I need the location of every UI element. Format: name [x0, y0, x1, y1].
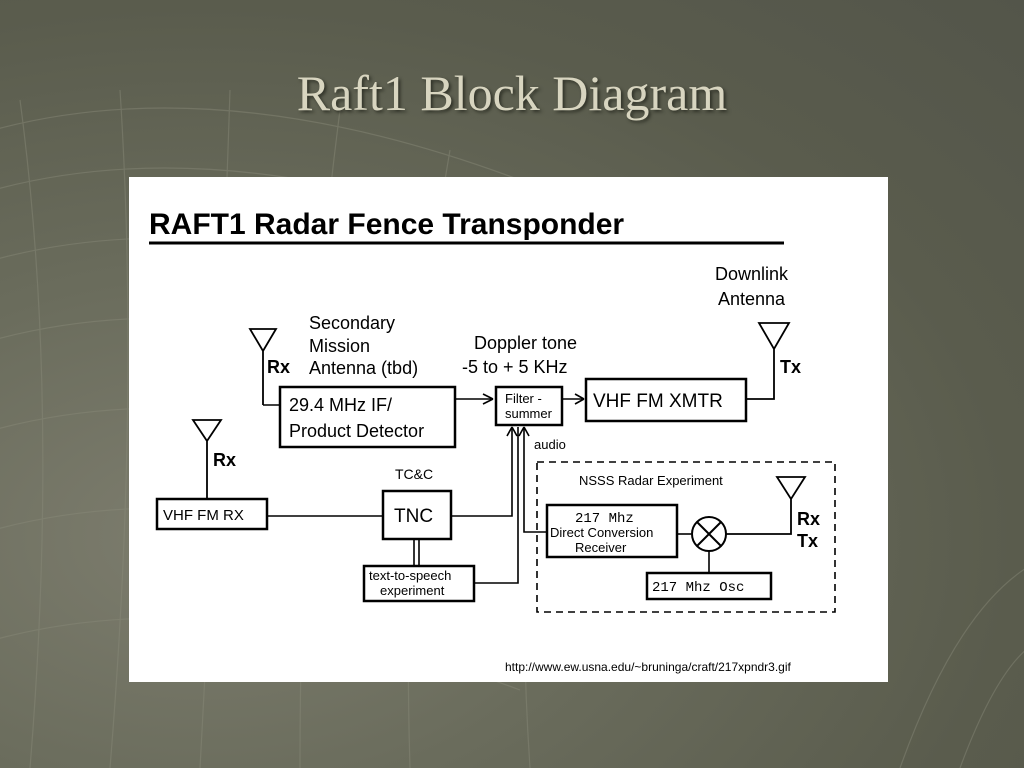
- diagram-panel: RAFT1 Radar Fence Transponder Downlink A…: [129, 177, 888, 682]
- block-filter-summer: [494, 385, 564, 427]
- block-tts-line1: text-to-speech: [369, 568, 451, 583]
- wire: [451, 427, 513, 517]
- label-tcc: TC&C: [395, 466, 433, 482]
- label-secondary: Secondary: [309, 313, 395, 333]
- block-if-detector-line1: 29.4 MHz IF/: [289, 395, 392, 415]
- block-vhf-rx: [155, 497, 269, 531]
- label-downlink-antenna: Antenna: [718, 289, 786, 309]
- label-tx-right: Tx: [797, 531, 818, 551]
- block-vhf-xmtr: [584, 377, 748, 423]
- block-osc-label: 217 Mhz Osc: [652, 580, 744, 596]
- slide-title: Raft1 Block Diagram: [296, 65, 728, 121]
- block-tts-line2: experiment: [380, 583, 445, 598]
- arrow-icon: [518, 426, 530, 437]
- block-receiver-line2: Direct Conversion: [550, 525, 653, 540]
- antenna-icon: [746, 322, 791, 400]
- antenna-icon: [191, 419, 223, 499]
- label-nsss: NSSS Radar Experiment: [579, 473, 723, 488]
- label-downlink: Downlink: [715, 264, 789, 284]
- block-receiver-line3: Receiver: [575, 540, 627, 555]
- mixer-icon: [691, 516, 727, 552]
- arrow-icon: [482, 393, 494, 405]
- label-tx-top: Tx: [780, 357, 801, 377]
- block-tnc-label: TNC: [394, 506, 433, 527]
- block-if-detector: [278, 385, 457, 449]
- block-filter-line1: Filter -: [505, 391, 542, 406]
- block-diagram: RAFT1 Radar Fence Transponder Downlink A…: [149, 208, 836, 674]
- block-vhf-rx-label: VHF FM RX: [163, 507, 244, 524]
- label-doppler-range: -5 to + 5 KHz: [462, 357, 568, 377]
- block-receiver-line1: 217 Mhz: [575, 511, 634, 527]
- arrow-icon: [506, 426, 518, 437]
- block-text-to-speech: [362, 564, 476, 603]
- antenna-icon: [726, 476, 807, 535]
- label-rx-right: Rx: [797, 509, 820, 529]
- arrow-icon: [574, 393, 585, 405]
- source-url: http://www.ew.usna.edu/~bruninga/craft/2…: [505, 660, 792, 674]
- label-rx-left: Rx: [213, 450, 236, 470]
- block-217-osc: [645, 571, 773, 601]
- block-217-receiver: [545, 503, 679, 559]
- block-tnc: [381, 489, 453, 541]
- block-if-detector-line2: Product Detector: [289, 421, 424, 441]
- wire: [474, 427, 519, 584]
- antenna-icon: [248, 328, 278, 405]
- block-vhf-xmtr-label: VHF FM XMTR: [593, 391, 723, 412]
- diagram-heading: RAFT1 Radar Fence Transponder: [149, 208, 624, 241]
- block-filter-line2: summer: [505, 406, 553, 421]
- wire: [523, 427, 546, 533]
- label-doppler-tone: Doppler tone: [474, 333, 577, 353]
- label-mission: Mission: [309, 336, 370, 356]
- label-antenna-tbd: Antenna (tbd): [309, 358, 418, 378]
- label-audio: audio: [534, 437, 566, 452]
- nsss-experiment-group: [536, 461, 836, 613]
- label-rx-top: Rx: [267, 357, 290, 377]
